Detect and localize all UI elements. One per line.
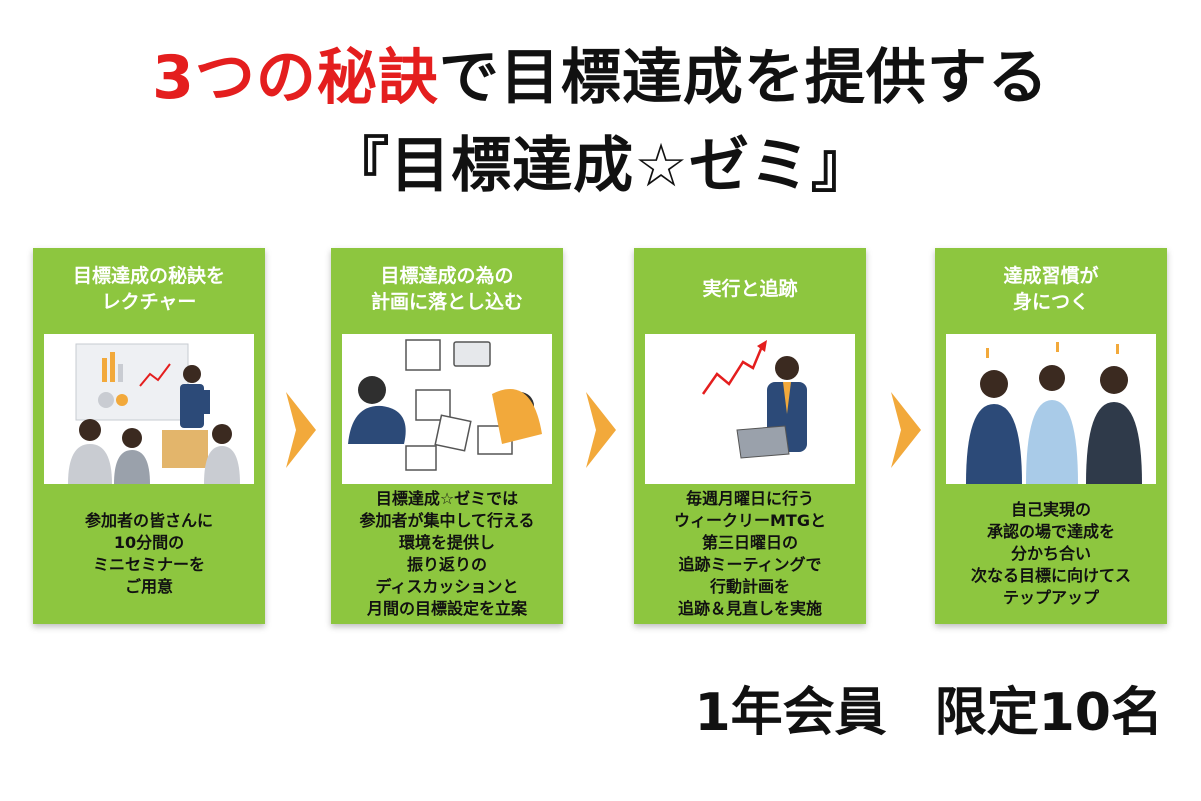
arrow-right-icon — [891, 392, 921, 468]
card-body: 毎週月曜日に行う ウィークリーMTGと 第三日曜日の 追跡ミーティングで 行動計… — [674, 489, 826, 618]
membership-offer: 1年会員限定10名 — [694, 678, 1163, 748]
card-title: 達成習慣が 身につく — [1003, 265, 1099, 313]
card-body: 目標達成☆ゼミでは 参加者が集中して行える 環境を提供し 振り返りの ディスカッ… — [359, 489, 535, 618]
tracking-illustration — [645, 334, 855, 484]
membership-term: 1年会員 — [694, 683, 887, 743]
headline-highlight: 3つの秘訣 — [152, 43, 439, 113]
card-body: 自己実現の 承認の場で達成を 分かち合い 次なる目標に向けてス テップアップ — [970, 500, 1131, 607]
habit-illustration — [946, 334, 1156, 484]
headline-rest: で目標達成を提供する — [438, 43, 1049, 113]
arrow-right-icon — [286, 392, 316, 468]
arrow-right-icon — [586, 392, 616, 468]
card-body: 参加者の皆さんに 10分間の ミニセミナーを ご用意 — [84, 511, 213, 596]
step-card-planning: 目標達成の為の 計画に落とし込む 目標達成☆ゼミでは 参加者が集中して行える 環… — [331, 248, 563, 624]
headline-line1: 3つの秘訣で目標達成を提供する — [0, 40, 1201, 116]
card-title: 目標達成の秘訣を レクチャー — [72, 265, 225, 313]
step-card-habit: 達成習慣が 身につく 自己実現の 承認の場で達成を 分かち合い 次なる目標に向け… — [935, 248, 1167, 624]
card-title: 目標達成の為の 計画に落とし込む — [370, 265, 523, 313]
membership-limit: 限定10名 — [934, 683, 1163, 743]
headline-line2: 『目標達成☆ゼミ』 — [329, 131, 872, 201]
step-card-lecture: 目標達成の秘訣を レクチャー 参加者の皆さんに 10分間の ミニセミナーを ご用… — [33, 248, 265, 624]
step-card-tracking: 実行と追跡 毎週月曜日に行う ウィークリーMTGと 第三日曜日の 追跡ミーティン… — [634, 248, 866, 624]
seminar-illustration — [44, 334, 254, 484]
card-title: 実行と追跡 — [702, 278, 798, 300]
planning-illustration — [342, 334, 552, 484]
